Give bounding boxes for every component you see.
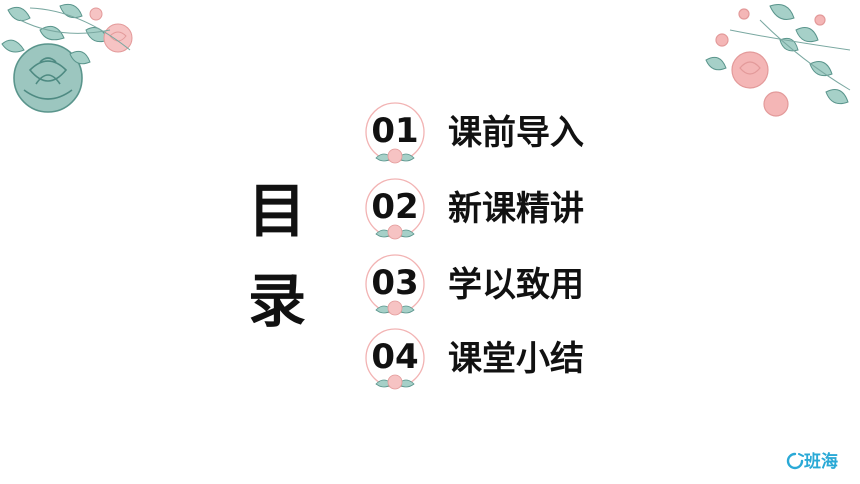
item-label: 学以致用 [448,265,584,305]
floral-decoration-top-left [1,3,133,113]
rose-badge-icon [365,254,425,316]
rose-badge-icon [365,102,425,164]
toc-item-3[interactable]: 03 学以致用 [362,254,642,316]
brand-logo-icon [786,452,804,470]
brand-name: 班海 [804,452,838,472]
number-badge: 03 [362,254,428,316]
item-number: 04 [371,337,419,377]
item-number: 02 [371,187,419,227]
rose-badge-icon [365,178,425,240]
teal-rose-icon [13,43,83,113]
item-label: 课前导入 [448,113,584,153]
pink-rose-icon [715,8,826,117]
floral-decoration-top-right [705,4,851,117]
number-badge: 02 [362,178,428,240]
page-title-char-1: 目 [248,177,307,245]
toc-item-4[interactable]: 04 课堂小结 [362,328,642,390]
brand-logo: 班海 [786,452,856,476]
toc-item-2[interactable]: 02 新课精讲 [362,178,642,240]
item-number: 01 [371,111,419,151]
item-label: 课堂小结 [448,339,584,379]
page-title-char-2: 录 [248,267,307,335]
rose-badge-icon [365,328,425,390]
pink-rose-icon [89,7,133,53]
number-badge: 04 [362,328,428,390]
item-label: 新课精讲 [448,189,584,229]
number-badge: 01 [362,102,428,164]
toc-item-1[interactable]: 01 课前导入 [362,102,642,164]
leaf-icon [705,4,849,105]
item-number: 03 [371,263,419,303]
